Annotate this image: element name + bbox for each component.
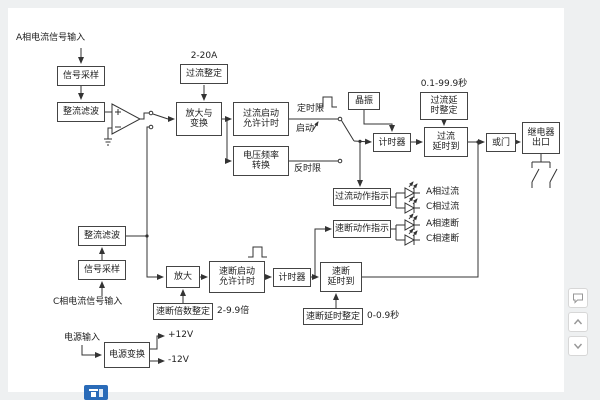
scroll-down-button[interactable] [568,336,588,356]
arrow-up-icon [573,318,583,325]
opamp-symbol [111,103,142,135]
power-input-label: 电源输入 [64,333,101,343]
box-oc-action-indicator: 过流动作指示 [333,188,391,206]
led-indicator-icon [402,181,420,199]
pulse-waveform-icon [248,246,267,258]
ground-icon [104,127,112,146]
relay-contact-icon [531,154,558,188]
pulse-waveform-icon [318,96,337,108]
box-timer-qb: 计时器 [273,268,311,287]
box-oc-setting: 过流整定 [180,64,228,84]
oc-delay-range-label: 0.1-99.9秒 [420,79,468,89]
box-signal-sample-a: 信号采样 [57,66,105,86]
led-a-overcurrent-label: A相过流 [426,187,460,197]
chat-icon [573,293,583,304]
box-oc-delay-setting: 过流延 时整定 [420,92,468,120]
inverse-time-label: 反时限 [294,164,322,174]
phase-c-input-label: C相电流信号输入 [53,297,123,307]
box-timer-oc: 计时器 [373,133,411,152]
site-logo-badge[interactable] [84,385,108,400]
led-indicator-icon [402,196,420,214]
box-or-gate: 或门 [486,133,516,152]
phase-selector-switch [140,110,175,130]
box-power-convert: 电源变换 [104,342,150,368]
box-rect-filter-a: 整流滤波 [57,102,105,122]
box-rect-filter-c: 整流滤波 [78,226,126,246]
led-c-quickbreak-label: C相速断 [426,234,460,244]
led-c-overcurrent-label: C相过流 [426,202,460,212]
oc-setting-range-label: 2-20A [190,51,218,61]
start-annotation-arrow [312,121,319,131]
definite-time-label: 定时限 [297,104,325,114]
plus-12v-label: +12V [168,330,194,340]
box-vf-convert: 电压频率 转换 [233,146,289,176]
box-amp-convert: 放大与 变换 [176,102,222,136]
box-qb-multiple-setting: 速断倍数整定 [153,303,213,320]
box-qb-action-indicator: 速断动作指示 [333,220,391,238]
mode-selector-switch [289,116,372,164]
box-oc-delay-reached: 过流 延时到 [424,127,468,157]
logo-icon [89,388,103,397]
led-indicator-icon [402,228,420,246]
box-amplifier: 放大 [166,266,200,288]
led-indicator-icon [402,213,420,231]
minus-12v-label: -12V [168,355,189,365]
box-qb-start-timing: 速断启动 允许计时 [209,261,265,293]
phase-a-input-label: A相电流信号输入 [16,33,86,43]
qb-multiple-range-label: 2-9.9倍 [217,306,250,316]
box-qb-delay-reached: 速断 延时到 [320,262,362,292]
box-oc-start-timing: 过流启动 允许计时 [233,102,289,136]
chat-widget-button[interactable] [568,288,588,308]
led-a-quickbreak-label: A相速断 [426,219,460,229]
box-relay-output: 继电器 出口 [522,122,560,154]
box-crystal-osc: 晶振 [348,92,380,110]
box-signal-sample-c: 信号采样 [78,260,126,280]
box-qb-delay-setting: 速断延时整定 [303,308,363,325]
arrow-down-icon [573,343,583,350]
scroll-up-button[interactable] [568,312,588,332]
qb-delay-range-label: 0-0.9秒 [367,311,400,321]
start-label: 启动 [296,124,315,134]
